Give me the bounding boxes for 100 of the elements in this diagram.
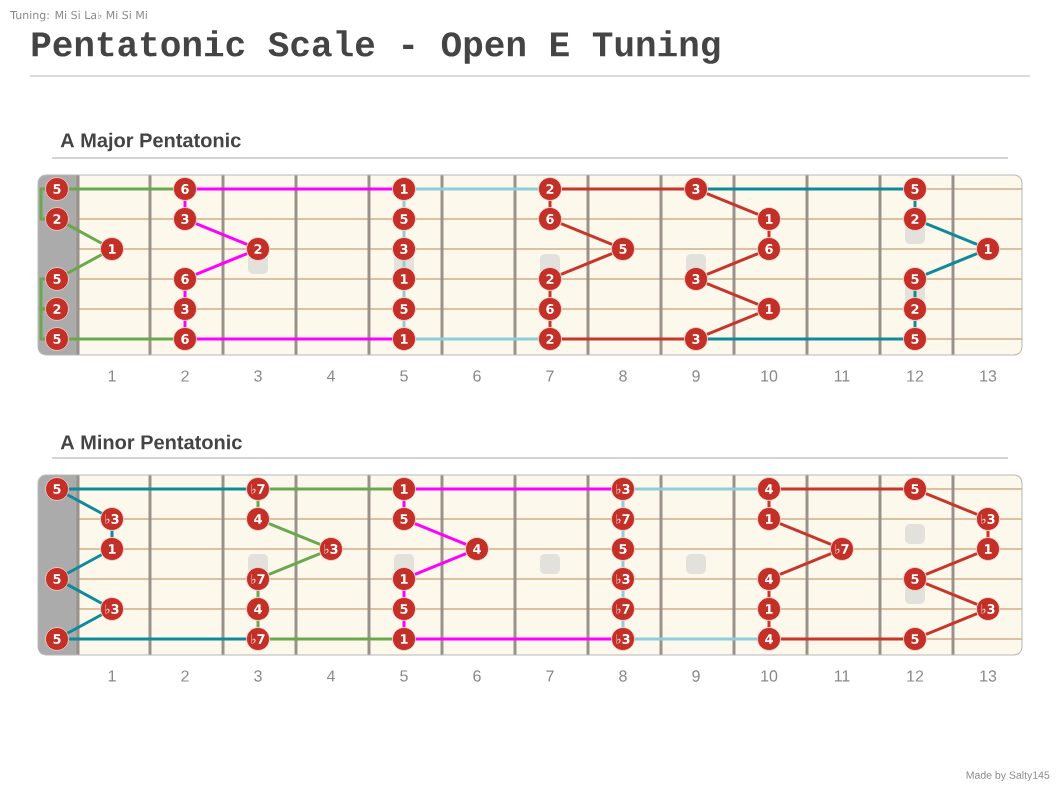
scale-line	[39, 307, 46, 341]
title: Pentatonic Scale - Open E Tuning	[32, 30, 720, 64]
scale-line	[925, 222, 978, 246]
scale-line	[913, 320, 917, 328]
scale-line	[706, 252, 759, 276]
fret-number: 8	[619, 370, 627, 382]
scale-line	[780, 487, 904, 491]
fret-number: 10	[761, 370, 778, 382]
scale-line	[779, 552, 832, 576]
fret-number: 3	[254, 670, 262, 682]
scale-line	[66, 493, 103, 515]
scale-line	[561, 187, 685, 191]
fret-number: 5	[400, 670, 408, 682]
fret-number: 9	[692, 670, 700, 682]
scale-line	[548, 290, 552, 298]
scale-line	[634, 487, 758, 491]
scale-line	[402, 620, 406, 628]
scale-line	[780, 637, 904, 641]
fret-number: 2	[181, 670, 189, 682]
scale-line	[402, 230, 406, 238]
scale-line	[196, 337, 393, 341]
scale-line	[415, 637, 612, 641]
scale-line	[183, 320, 187, 328]
scale-line	[66, 553, 103, 575]
fret-number: 7	[546, 370, 554, 382]
scale-line	[415, 337, 539, 341]
scale-line	[634, 637, 758, 641]
fret-number: 11	[834, 370, 850, 382]
fret-number: 8	[619, 670, 627, 682]
scale-line	[402, 590, 406, 598]
scale-line	[66, 223, 103, 245]
scale-line	[68, 187, 174, 191]
fret-number: 9	[692, 370, 700, 382]
scale-line	[925, 582, 978, 606]
fret-number: 13	[980, 670, 997, 682]
scale-line	[925, 552, 978, 576]
scale-line	[621, 500, 625, 508]
fret-number: 11	[834, 670, 850, 682]
scale-line	[402, 260, 406, 268]
scale-line	[414, 522, 467, 546]
fret-number: 12	[907, 670, 924, 682]
scale-line	[195, 252, 248, 276]
scale-line	[414, 552, 467, 576]
scale-line	[110, 530, 114, 538]
scale-line	[561, 337, 685, 341]
scale-line	[913, 290, 917, 298]
fret-number: 4	[326, 670, 335, 682]
section-heading: A Major Pentatonic	[60, 132, 241, 152]
scale-line	[415, 187, 539, 191]
fret-number: 6	[473, 670, 481, 682]
scale-line	[925, 492, 978, 516]
scale-line	[415, 487, 612, 491]
fret-number: 6	[473, 370, 481, 382]
scale-line	[560, 252, 613, 276]
scale-line	[68, 487, 247, 491]
scale-line	[402, 500, 406, 508]
scale-line	[256, 500, 260, 508]
scale-line	[925, 252, 978, 276]
scale-line	[707, 187, 904, 191]
scale-line	[706, 282, 759, 306]
scale-line	[621, 560, 625, 568]
fret-number: 13	[980, 370, 997, 382]
fret-number: 4	[326, 370, 335, 382]
scale-line	[183, 200, 187, 208]
scale-line	[66, 613, 103, 635]
scale-line	[621, 530, 625, 538]
scale-line	[68, 637, 247, 641]
section-heading: A Minor Pentatonic	[60, 434, 242, 450]
scale-line	[707, 337, 904, 341]
scale-line	[706, 312, 759, 336]
scale-line	[195, 222, 248, 246]
scale-line	[767, 230, 771, 238]
scale-line	[402, 290, 406, 298]
scale-line	[621, 620, 625, 628]
scale-line	[925, 612, 978, 636]
scale-line	[913, 200, 917, 208]
scale-line	[196, 187, 393, 191]
scale-line	[767, 590, 771, 598]
fret-number: 10	[761, 670, 778, 682]
scale-line	[68, 337, 174, 341]
scale-line	[706, 192, 759, 216]
scale-line	[256, 620, 260, 628]
scale-line	[986, 530, 990, 538]
scale-line	[256, 590, 260, 598]
scale-line	[268, 552, 321, 576]
tuning-label: Tuning: Mi Si La♭ Mi Si Mi	[10, 10, 147, 22]
scale-line	[269, 487, 393, 491]
scale-line	[548, 200, 552, 208]
fret-number: 3	[254, 370, 262, 382]
scale-line	[402, 200, 406, 208]
scale-line	[621, 590, 625, 598]
scale-line	[66, 583, 103, 605]
scale-line	[39, 187, 46, 221]
fret-number: 5	[400, 370, 408, 382]
scale-line	[767, 620, 771, 628]
scale-line	[66, 253, 103, 275]
scale-line	[560, 222, 613, 246]
fret-number: 12	[907, 370, 924, 382]
scale-line	[779, 522, 832, 546]
credit-text: Made by Salty145	[966, 771, 1050, 781]
